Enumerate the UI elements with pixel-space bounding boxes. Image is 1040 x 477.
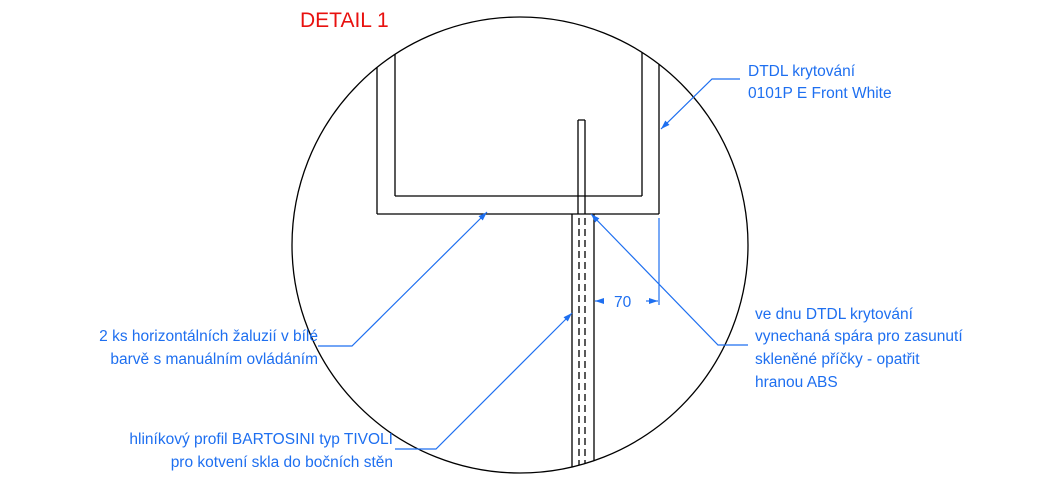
label-blinds-line1: 2 ks horizontálních žaluzií v bílé	[99, 328, 318, 345]
label-gap-line4: hranou ABS	[755, 374, 838, 391]
label-gap-line2: vynechaná spára pro zasunutí	[755, 328, 963, 345]
label-gap-line3: skleněné příčky - opatřit	[755, 351, 920, 368]
label-dtdl-line1: DTDL krytování	[748, 63, 856, 80]
label-profile-line2: pro kotvení skla do bočních stěn	[171, 454, 393, 471]
label-profile-line1: hliníkový profil BARTOSINI typ TIVOLI	[129, 431, 393, 448]
detail-title: DETAIL 1	[300, 9, 389, 32]
label-gap-line1: ve dnu DTDL krytování	[755, 306, 914, 323]
label-blinds-line2: barvě s manuálním ovládáním	[110, 351, 318, 368]
cabinet-geometry	[376, 30, 660, 470]
label-dtdl-line2: 0101P E Front White	[748, 85, 892, 102]
detail-circle	[291, 16, 749, 474]
dimension-value: 70	[614, 294, 632, 311]
annotation-leaders	[318, 78, 748, 450]
